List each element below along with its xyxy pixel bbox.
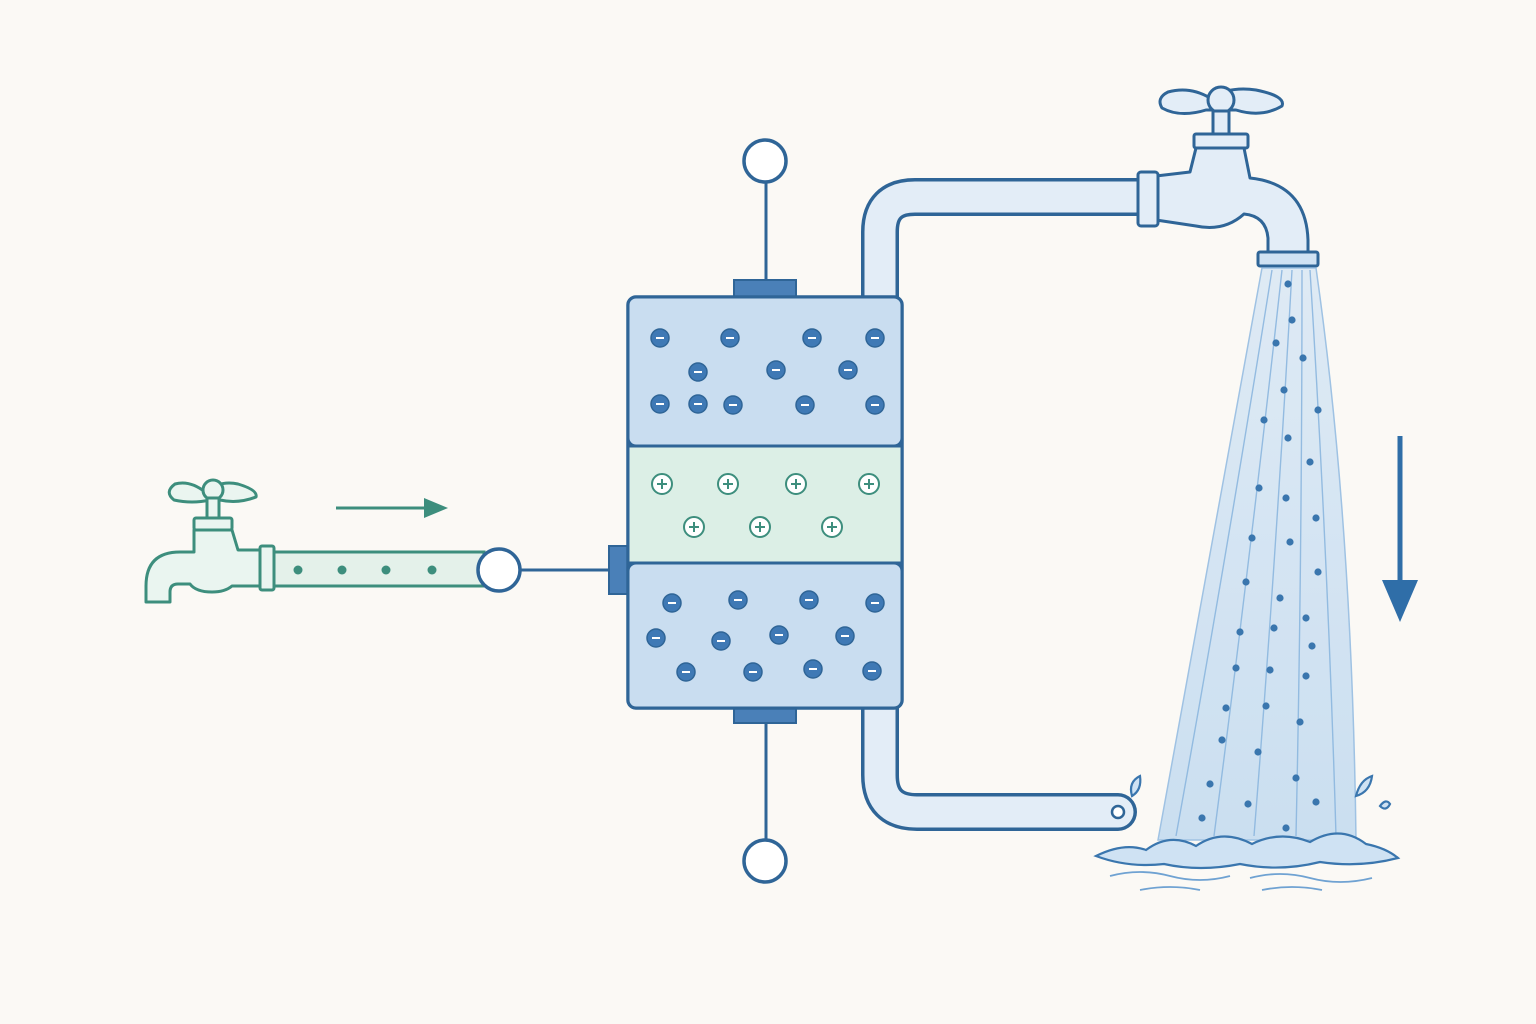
cell-middle-chamber <box>626 444 904 565</box>
stream-droplet-10 <box>1282 494 1290 502</box>
stream-droplet-4 <box>1280 386 1288 394</box>
outlet-faucet-icon <box>1136 85 1320 268</box>
cation-mid-4 <box>683 516 705 538</box>
stream-droplet-15 <box>1242 578 1250 586</box>
stream-droplet-6 <box>1260 416 1268 424</box>
cation-mid-1 <box>717 473 739 495</box>
anion-top-6 <box>838 360 858 380</box>
stream-droplet-22 <box>1266 666 1274 674</box>
cell-top-chamber <box>626 295 904 448</box>
water-stream <box>1157 267 1357 841</box>
anion-bot-11 <box>862 661 882 681</box>
stream-droplet-27 <box>1218 736 1226 744</box>
outlet-flow-arrow-icon <box>1382 436 1418 622</box>
stream-droplet-3 <box>1299 354 1307 362</box>
stream-droplet-5 <box>1314 406 1322 414</box>
cation-mid-6 <box>821 516 843 538</box>
anion-top-10 <box>865 395 885 415</box>
inlet-connector <box>476 545 630 595</box>
anion-bot-1 <box>728 590 748 610</box>
stream-droplet-0 <box>1284 280 1292 288</box>
inlet-pipe <box>272 550 486 588</box>
stream-droplet-24 <box>1222 704 1230 712</box>
anion-group-top <box>650 328 885 415</box>
stream-droplet-33 <box>1198 814 1206 822</box>
anion-bot-8 <box>676 662 696 682</box>
anion-bot-5 <box>711 631 731 651</box>
inlet-faucet-icon <box>144 478 276 604</box>
anion-bot-9 <box>743 662 763 682</box>
stream-droplet-1 <box>1288 316 1296 324</box>
anion-top-3 <box>865 328 885 348</box>
anion-top-2 <box>802 328 822 348</box>
anion-top-9 <box>795 395 815 415</box>
inlet-particle-3 <box>427 565 437 575</box>
stream-droplet-32 <box>1282 824 1290 832</box>
water-splash <box>1093 774 1401 891</box>
anion-group-bottom <box>646 590 885 682</box>
anion-bot-0 <box>662 593 682 613</box>
anion-top-5 <box>766 360 786 380</box>
anion-top-0 <box>650 328 670 348</box>
stream-droplet-23 <box>1302 672 1310 680</box>
stream-droplet-25 <box>1262 702 1270 710</box>
anion-top-1 <box>720 328 740 348</box>
stream-droplet-7 <box>1284 434 1292 442</box>
anion-bot-7 <box>835 626 855 646</box>
anion-top-11 <box>688 394 708 414</box>
anion-bot-4 <box>646 628 666 648</box>
stream-droplet-34 <box>1312 798 1320 806</box>
stream-droplet-31 <box>1244 800 1252 808</box>
anion-bot-3 <box>865 593 885 613</box>
stream-droplet-8 <box>1306 458 1314 466</box>
outlet-pipe <box>861 178 1161 831</box>
stream-droplet-13 <box>1286 538 1294 546</box>
cation-mid-5 <box>749 516 771 538</box>
stream-droplet-19 <box>1270 624 1278 632</box>
cation-mid-3 <box>858 473 880 495</box>
cation-group-middle <box>651 473 880 538</box>
stream-droplet-30 <box>1206 780 1214 788</box>
ion-cell <box>626 295 904 710</box>
anion-top-7 <box>650 394 670 414</box>
cation-mid-0 <box>651 473 673 495</box>
stream-droplet-28 <box>1254 748 1262 756</box>
inlet-flow-arrow-icon <box>336 498 448 518</box>
anion-bot-2 <box>799 590 819 610</box>
cell-bottom-chamber <box>626 561 904 710</box>
stream-droplet-21 <box>1232 664 1240 672</box>
stream-droplet-18 <box>1236 628 1244 636</box>
stream-droplet-17 <box>1302 614 1310 622</box>
stream-droplet-9 <box>1255 484 1263 492</box>
inlet-particles <box>293 565 437 575</box>
stream-droplet-11 <box>1312 514 1320 522</box>
terminal-top <box>733 138 797 298</box>
inlet-particle-0 <box>293 565 303 575</box>
stream-droplet-16 <box>1276 594 1284 602</box>
stream-droplet-12 <box>1248 534 1256 542</box>
stream-droplet-2 <box>1272 339 1280 347</box>
anion-bot-10 <box>803 659 823 679</box>
inlet-particle-2 <box>381 565 391 575</box>
inlet-particle-1 <box>337 565 347 575</box>
terminal-bottom <box>733 706 797 884</box>
anion-top-4 <box>688 362 708 382</box>
stream-droplet-29 <box>1292 774 1300 782</box>
cation-mid-2 <box>785 473 807 495</box>
stream-droplet-26 <box>1296 718 1304 726</box>
stream-droplet-14 <box>1314 568 1322 576</box>
stream-particles <box>1198 280 1322 832</box>
anion-bot-6 <box>769 625 789 645</box>
anion-top-8 <box>723 395 743 415</box>
stream-droplet-20 <box>1308 642 1316 650</box>
